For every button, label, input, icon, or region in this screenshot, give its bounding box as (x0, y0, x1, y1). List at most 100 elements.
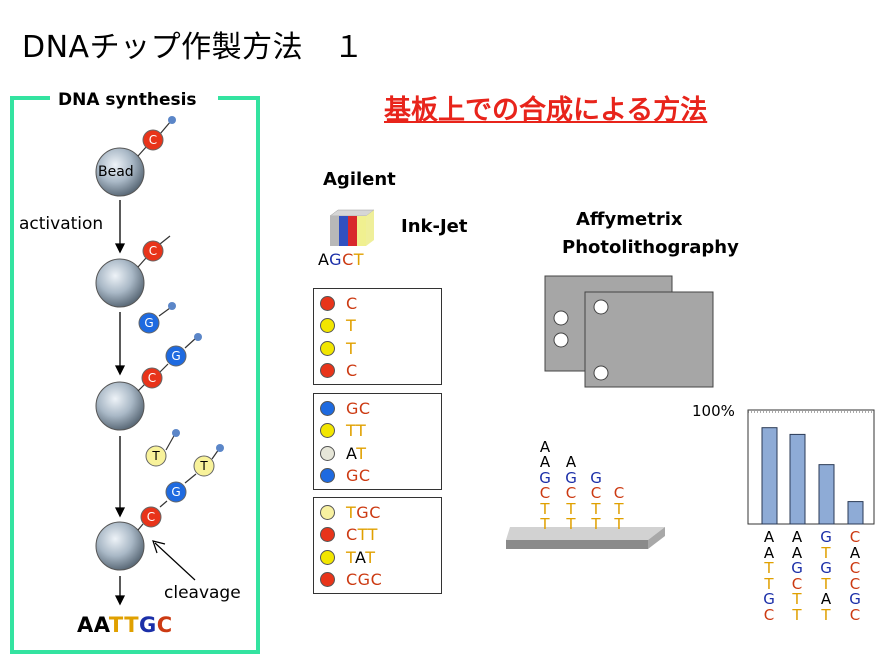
nucleotide-c-4 (140, 506, 162, 528)
nucleotide-t-1 (145, 445, 167, 467)
ink-dot-icon (320, 445, 335, 461)
result-base: A (93, 613, 109, 637)
bar-2 (789, 433, 806, 525)
strand-base: G (539, 468, 551, 487)
bar-category-base: C (849, 559, 861, 577)
bar-category-base: T (792, 590, 802, 608)
agilent-row: GC (320, 465, 371, 487)
nucleotide-c-2 (142, 240, 164, 262)
strand-base: A (565, 453, 577, 471)
base-label: C (149, 244, 157, 258)
agilent-row: AT (320, 442, 366, 464)
cleavage-arrow (152, 540, 196, 581)
agilent-sequence: GC (346, 398, 371, 418)
strand-base: T (614, 515, 624, 533)
agilent-row: GC (320, 397, 371, 419)
ink-dot-icon (320, 363, 335, 378)
agilent-sequence: TAT (346, 547, 376, 567)
strand-base: C (590, 484, 602, 502)
bead-4 (95, 521, 145, 571)
bar-category-base: A (791, 528, 803, 546)
agilent-heading: Agilent (323, 169, 396, 190)
activation-label: activation (19, 214, 104, 234)
agilent-sequence: CGC (346, 570, 383, 589)
strand-base: C (565, 484, 577, 502)
ink-dot-icon (320, 340, 335, 356)
photomask-icon (544, 275, 714, 388)
agilent-row: C (320, 292, 358, 314)
bar-category-base: A (849, 543, 861, 562)
bead-3 (95, 381, 145, 431)
bar-category-base: G (791, 559, 803, 577)
bar-category-base: C (763, 605, 775, 624)
agilent-sequence: C (346, 361, 358, 380)
base-label: T (199, 459, 208, 473)
strand-base: G (565, 468, 577, 487)
agilent-row: C (320, 360, 358, 382)
bar-category-base: G (763, 590, 775, 608)
strand-base: T (566, 499, 576, 518)
ink-dot-icon (320, 468, 335, 483)
ink-dot-icon (320, 400, 335, 416)
nucleotide-g-1 (138, 312, 160, 334)
synthesis-heading: DNA synthesis (58, 90, 197, 110)
result-base: G (139, 613, 157, 637)
cartridge-letter: C (342, 250, 354, 269)
bar-4 (847, 501, 864, 525)
strand-base: T (540, 515, 550, 533)
cartridge-letter: T (353, 250, 365, 269)
base-label: C (149, 133, 157, 147)
process-arrows (114, 200, 126, 606)
nucleotide-g-3 (165, 481, 187, 503)
result-base: A (77, 613, 94, 637)
agilent-row: T (320, 315, 356, 337)
nucleotide-g-2 (165, 345, 187, 367)
base-label: T (151, 449, 160, 463)
bar-3 (818, 464, 835, 525)
agilent-row: TAT (320, 546, 376, 568)
ink-dot-icon (320, 504, 335, 520)
base-label: G (171, 485, 180, 499)
bar-category-base: T (821, 574, 831, 593)
agilent-row: CTT (320, 524, 378, 546)
strand-base: T (614, 499, 624, 518)
bar-category-base: T (764, 559, 774, 577)
strand-base: A (539, 437, 551, 456)
bead-2 (95, 258, 145, 308)
ink-dot-icon (320, 295, 335, 311)
agilent-row: TGC (320, 501, 381, 523)
strand-base: T (591, 499, 601, 518)
nucleotide-t-2 (193, 455, 215, 477)
affymetrix-heading: Affymetrix (576, 209, 683, 230)
result-base: T (108, 613, 125, 637)
synthesized-sequence: AATTGC (77, 613, 173, 637)
bar-category-base: A (820, 590, 832, 608)
bar-category-base: C (849, 528, 861, 546)
strand-base: A (539, 453, 551, 471)
agilent-row: T (320, 337, 356, 359)
photolithography-label: Photolithography (562, 237, 739, 258)
synthesis-frame (10, 96, 260, 654)
ink-dot-icon (320, 423, 335, 438)
agilent-sequence: T (346, 316, 357, 335)
bead-label: Bead (98, 164, 134, 180)
bar-1 (761, 427, 778, 525)
page-title: DNAチップ作製方法 １ (22, 30, 365, 65)
cartridge-letter: G (329, 250, 343, 269)
bar-category-base: A (791, 543, 803, 562)
ink-dot-icon (320, 318, 335, 333)
base-label: C (147, 510, 155, 524)
result-base: T (124, 613, 140, 637)
ink-dot-icon (320, 527, 335, 542)
substrate-slab (506, 527, 665, 549)
agilent-sequence: T (346, 338, 357, 358)
agilent-sequence: C (346, 293, 358, 313)
bar-category-base: G (820, 559, 832, 577)
bead-1 (95, 147, 145, 197)
agilent-sequence: TGC (346, 502, 381, 522)
ink-dot-icon (320, 572, 335, 587)
agilent-row: TT (320, 420, 366, 442)
